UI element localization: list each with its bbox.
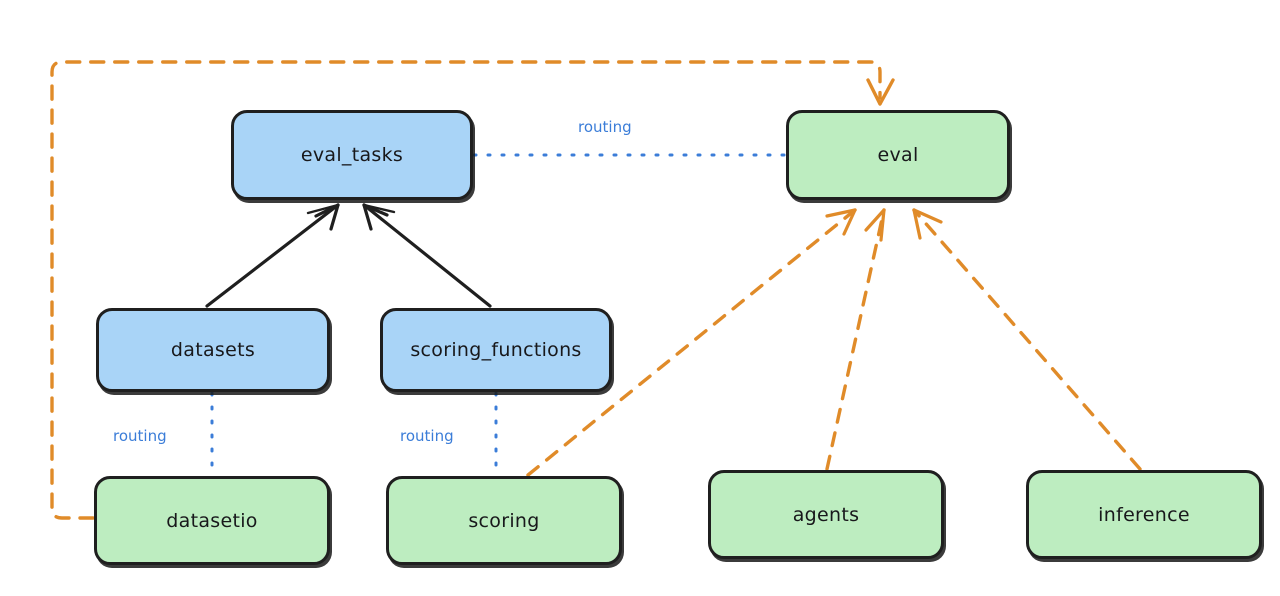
edge-label-routing-datasets-datasetio: routing <box>113 427 167 445</box>
node-datasetio[interactable]: datasetio <box>94 476 330 565</box>
edge-label-routing-scoring-functions-scoring: routing <box>400 427 454 445</box>
node-datasets[interactable]: datasets <box>96 308 330 392</box>
node-agents[interactable]: agents <box>708 470 944 559</box>
node-scoring-functions[interactable]: scoring_functions <box>380 308 612 392</box>
node-scoring[interactable]: scoring <box>386 476 622 565</box>
node-label-datasets: datasets <box>170 339 256 361</box>
node-label-datasetio: datasetio <box>166 509 258 532</box>
node-eval-tasks[interactable]: eval_tasks <box>231 110 473 200</box>
node-inference[interactable]: inference <box>1026 470 1262 559</box>
edge-scoring-to-eval <box>526 208 857 477</box>
node-eval[interactable]: eval <box>786 110 1010 200</box>
edge-agents-to-eval <box>825 208 886 471</box>
node-label-inference: inference <box>1098 503 1190 526</box>
node-label-agents: agents <box>792 503 860 526</box>
node-label-scoring-functions: scoring_functions <box>410 339 582 361</box>
node-label-eval: eval <box>877 144 919 166</box>
edge-datasetio-to-eval <box>50 60 895 520</box>
edge-scoring-functions-to-eval-tasks <box>362 203 492 308</box>
node-label-eval-tasks: eval_tasks <box>300 144 404 166</box>
edge-inference-to-eval <box>912 208 1142 471</box>
node-label-scoring: scoring <box>468 509 540 532</box>
edge-datasets-to-eval-tasks <box>205 203 340 308</box>
edge-label-routing-eval-tasks-eval: routing <box>578 118 632 136</box>
